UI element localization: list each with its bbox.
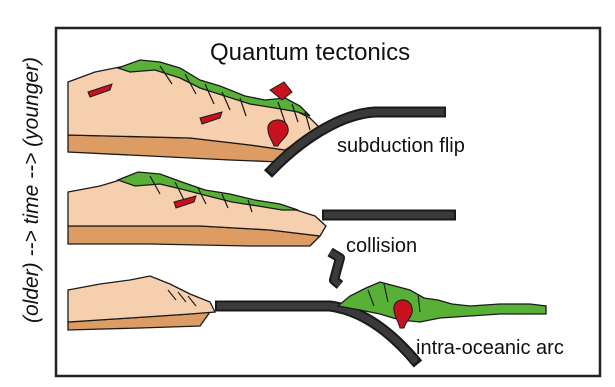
stage-collision: collision <box>68 172 456 285</box>
magma-body <box>394 300 412 328</box>
stage-label-intra-oceanic-arc: intra-oceanic arc <box>416 337 564 359</box>
stage-label-collision: collision <box>346 235 417 257</box>
magma-body <box>270 82 292 100</box>
stage-intra-oceanic-arc: intra-oceanic arc <box>68 276 564 364</box>
diagram-title: Quantum tectonics <box>210 39 410 66</box>
stage-subduction-flip: subduction flip <box>68 60 465 174</box>
time-axis-label: (older) --> time --> (younger) <box>20 57 43 323</box>
stage-label-subduction-flip: subduction flip <box>337 135 465 157</box>
